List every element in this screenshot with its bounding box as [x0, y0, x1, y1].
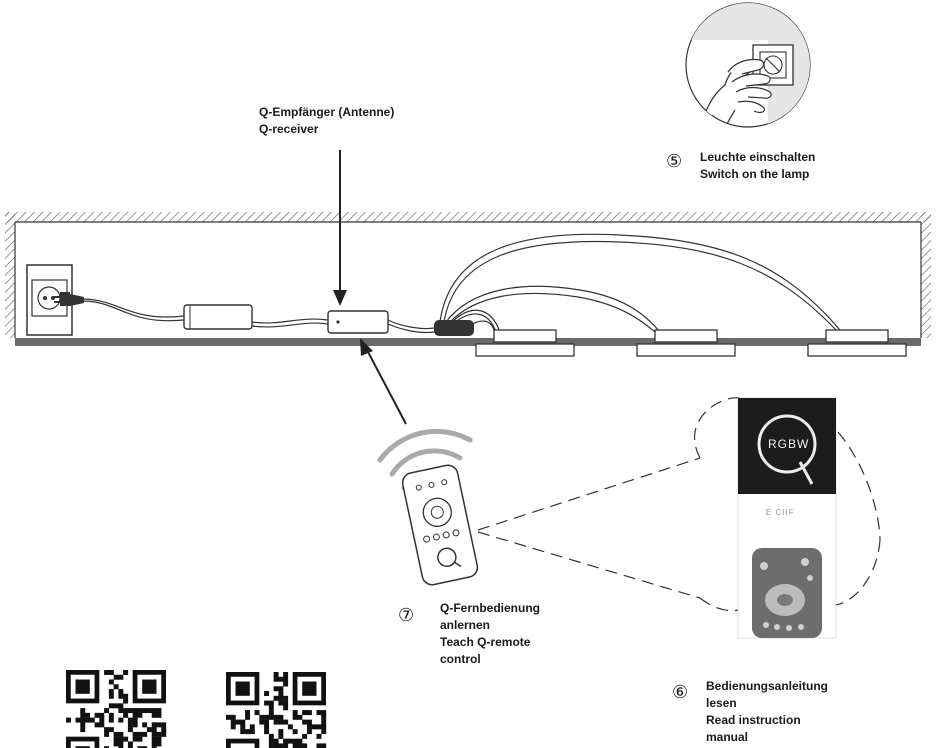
receiver-arrow	[333, 150, 347, 306]
step7-label: Q-Fernbedienung anlernen Teach Q-remote …	[440, 600, 540, 668]
step6-label-l1: Bedienungsanleitung	[706, 679, 829, 693]
step6-label-l4: manual	[706, 730, 749, 744]
remote-control	[401, 464, 479, 586]
receiver-label-de: Q-Empfänger (Antenne)	[259, 105, 395, 119]
qr-code-right	[226, 672, 327, 748]
step7-label-l3: Teach Q-remote	[440, 635, 531, 649]
power-plug	[54, 292, 84, 306]
step5-label-de: Leuchte einschalten	[700, 150, 816, 164]
step7-label-l4: control	[440, 652, 481, 666]
qr-code-left	[66, 670, 167, 748]
cables	[83, 233, 841, 334]
lamps	[475, 329, 907, 357]
q-receiver	[327, 310, 389, 334]
step7-label-l1: Q-Fernbedienung	[440, 601, 540, 615]
receiver-label-en: Q-receiver	[259, 122, 319, 136]
step7-number: ⑦	[398, 605, 415, 625]
wall-niche	[5, 212, 931, 346]
step6-label: Bedienungsanleitung lesen Read instructi…	[706, 678, 828, 746]
manual-brand-text: RGBW	[768, 437, 810, 451]
distributor	[434, 320, 474, 336]
hand-switch-illustration	[685, 2, 811, 128]
step6-number: ⑥	[672, 682, 689, 702]
step6-label-l3: Read instruction	[706, 713, 801, 727]
remote-arrow	[360, 338, 407, 425]
manual-model-text: E CIIF	[766, 508, 795, 517]
step5-label: Leuchte einschalten Switch on the lamp	[700, 149, 815, 183]
receiver-label: Q-Empfänger (Antenne) Q-receiver	[259, 104, 394, 138]
step5-number: ⑤	[666, 151, 683, 171]
callout-lines	[477, 397, 881, 612]
step5-label-en: Switch on the lamp	[700, 167, 810, 181]
instruction-manual	[737, 397, 837, 639]
step6-label-l2: lesen	[706, 696, 737, 710]
step7-label-l2: anlernen	[440, 618, 491, 632]
power-driver	[183, 304, 253, 330]
